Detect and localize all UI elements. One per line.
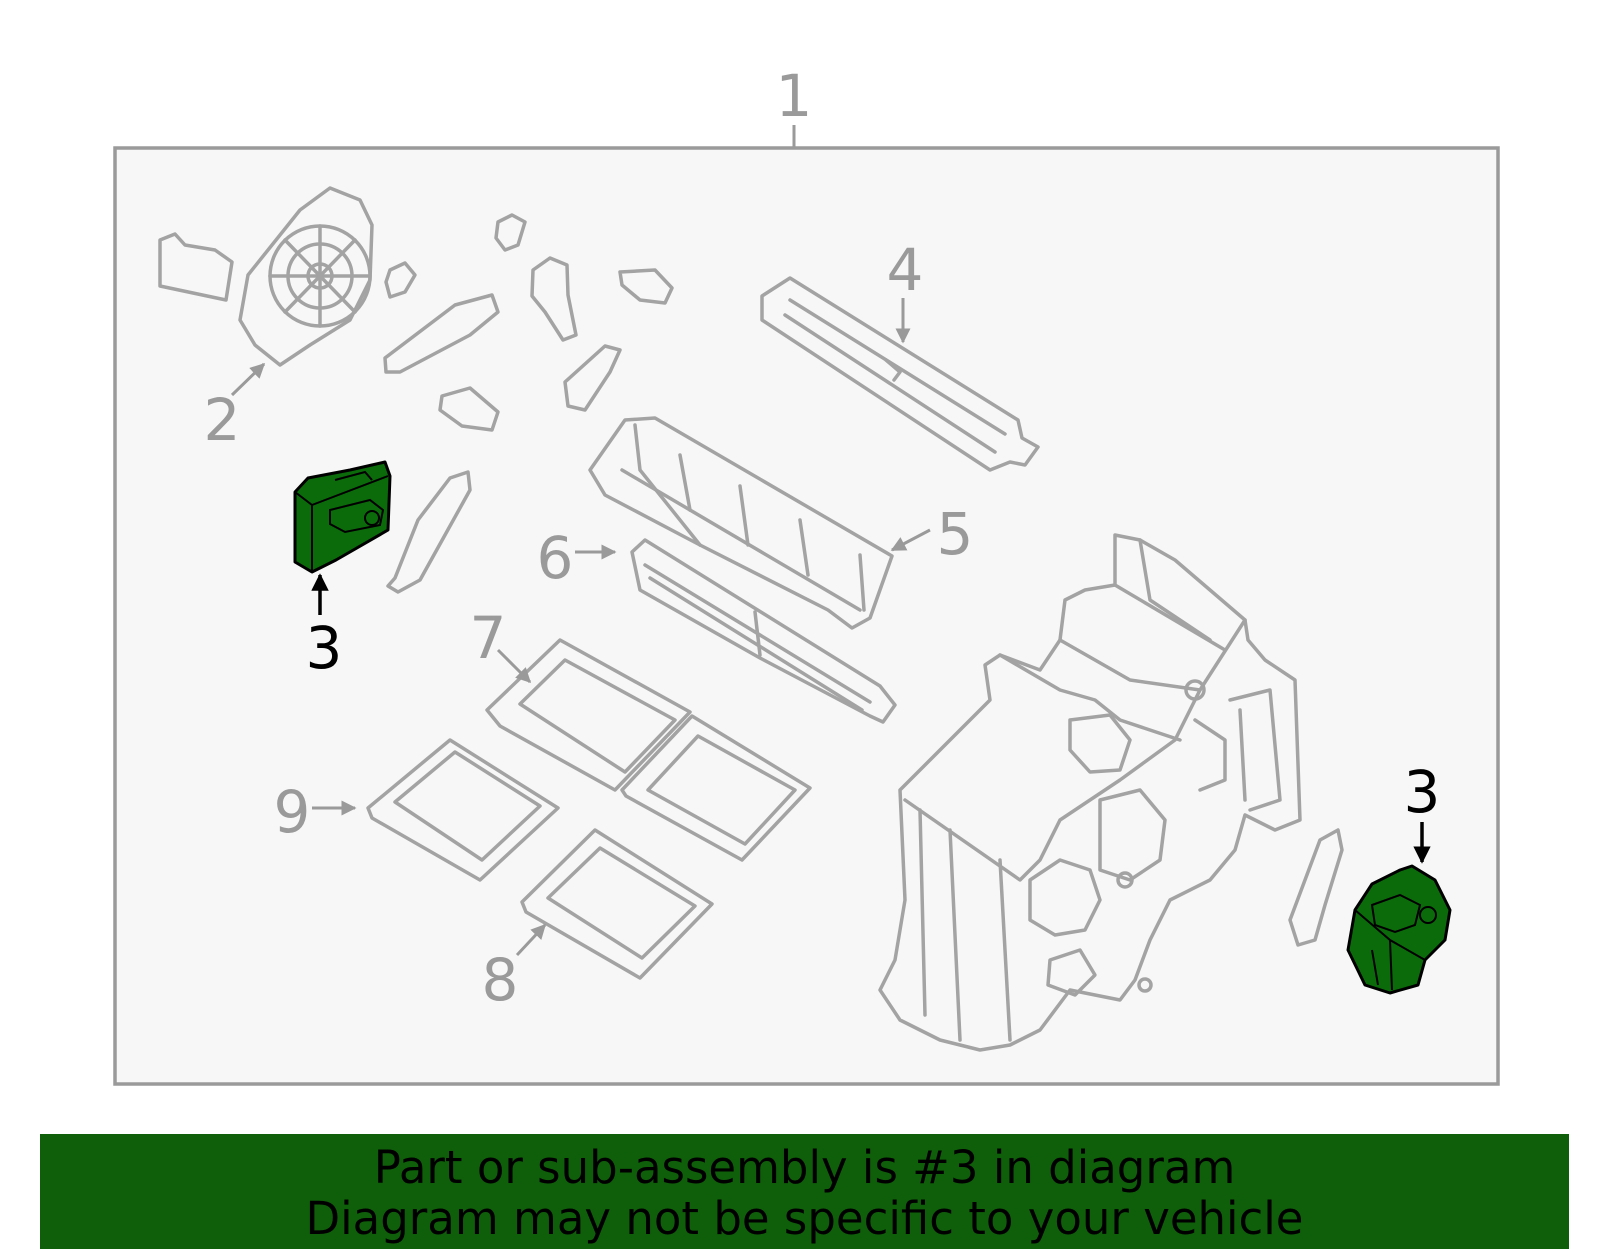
callout-4: 4	[887, 236, 924, 304]
leader-8	[515, 923, 547, 957]
callout-5: 5	[937, 500, 974, 568]
part-5-case-section	[588, 416, 894, 630]
callout-9: 9	[274, 778, 311, 846]
callout-1: 1	[776, 62, 813, 130]
callout-3-left: 3	[306, 614, 343, 682]
callout-7: 7	[470, 604, 507, 672]
info-banner: Part or sub-assembly is #3 in diagram Di…	[40, 1134, 1569, 1249]
part-3-actuator-right[interactable]	[1346, 864, 1452, 995]
part-9-filter	[366, 738, 560, 882]
part-2-blower-housing	[158, 186, 374, 367]
callout-6: 6	[537, 524, 574, 592]
leader-2	[230, 362, 266, 397]
part-3-actuator-left[interactable]	[293, 460, 392, 574]
banner-line-2: Diagram may not be specific to your vehi…	[305, 1192, 1304, 1245]
callout-8: 8	[482, 946, 519, 1014]
small-linkage-parts	[383, 213, 1344, 947]
part-7-filter	[485, 638, 812, 862]
part-8-filter	[520, 828, 714, 980]
callout-3-right: 3	[1404, 758, 1441, 826]
part-6-door	[630, 538, 897, 724]
callout-2: 2	[204, 386, 241, 454]
banner-line-1: Part or sub-assembly is #3 in diagram	[373, 1141, 1236, 1194]
leader-7	[496, 648, 532, 684]
main-hvac-case	[878, 533, 1302, 1052]
part-4-door	[760, 276, 1040, 472]
leader-5	[890, 528, 931, 552]
